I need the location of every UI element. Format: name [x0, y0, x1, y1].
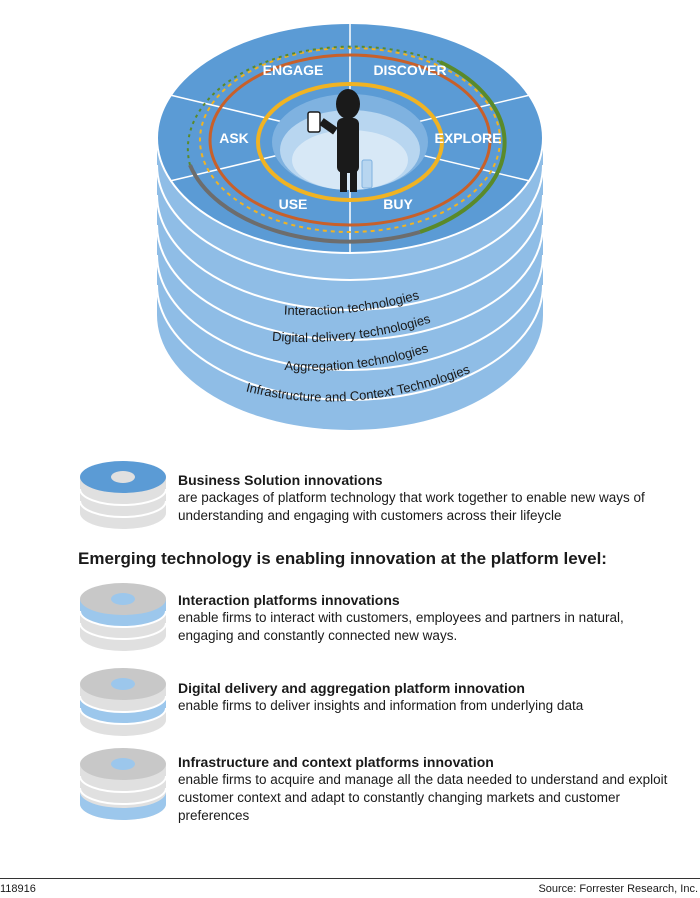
platform-diagram: ENGAGE DISCOVER EXPLORE BUY USE ASK Inte…	[156, 22, 544, 430]
footer-divider	[0, 878, 700, 879]
segment-label-explore: EXPLORE	[435, 130, 502, 146]
digital-title: Digital delivery and aggregation platfor…	[178, 680, 525, 696]
business-desc: are packages of platform technology that…	[178, 490, 645, 523]
stack-layer1-highlight-icon	[79, 583, 167, 651]
segment-label-use: USE	[279, 196, 308, 212]
journey-rings	[186, 45, 507, 244]
stack-layer23-highlight-icon	[79, 668, 167, 736]
footer-source: Source: Forrester Research, Inc.	[538, 883, 698, 895]
digital-desc: enable firms to deliver insights and inf…	[178, 698, 584, 713]
footer-id: 118916	[0, 883, 36, 895]
business-title: Business Solution innovations	[178, 472, 383, 488]
person-with-phone-icon	[307, 89, 373, 192]
interaction-title: Interaction platforms innovations	[178, 592, 400, 608]
emerging-heading: Emerging technology is enabling innovati…	[78, 549, 607, 568]
segment-label-buy: BUY	[383, 196, 413, 212]
stack-top-highlight-icon	[79, 461, 167, 529]
infrastructure-desc: enable firms to acquire and manage all t…	[178, 772, 668, 823]
interaction-desc: enable firms to interact with customers,…	[178, 610, 624, 643]
segment-label-engage: ENGAGE	[263, 62, 324, 78]
stack-layer4-highlight-icon	[79, 748, 167, 820]
segment-label-ask: ASK	[219, 130, 249, 146]
segment-label-discover: DISCOVER	[373, 62, 446, 78]
infrastructure-title: Infrastructure and context platforms inn…	[178, 754, 494, 770]
